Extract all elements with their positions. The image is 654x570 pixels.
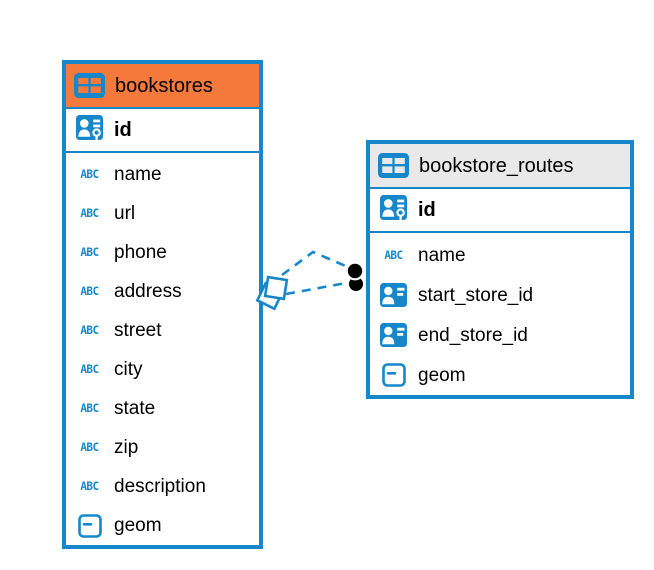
geometry-type-icon: [378, 363, 409, 387]
column-row[interactable]: ABC city: [66, 350, 259, 389]
column-row[interactable]: end_store_id: [370, 315, 630, 355]
foreign-key-icon: [378, 323, 409, 347]
text-type-icon: ABC: [80, 479, 99, 494]
text-type-icon: ABC: [80, 440, 99, 455]
primary-key-icon: [378, 194, 409, 226]
table-header-bookstores[interactable]: bookstores: [66, 64, 259, 109]
primary-key-label: id: [114, 119, 132, 141]
entity-table-bookstores[interactable]: bookstores id ABC name: [62, 60, 263, 549]
text-type-icon: ABC: [80, 245, 99, 260]
text-type-icon: ABC: [80, 284, 99, 299]
table-title: bookstore_routes: [419, 154, 574, 177]
column-label: geom: [418, 364, 466, 386]
primary-key-icon: [74, 114, 105, 146]
column-row[interactable]: ABC zip: [66, 428, 259, 467]
column-label: url: [114, 203, 136, 224]
text-type-icon: ABC: [80, 362, 99, 377]
column-list: ABC name start_store_id: [370, 233, 630, 395]
column-label: description: [114, 476, 206, 497]
column-label: name: [418, 244, 466, 266]
entity-table-bookstore-routes[interactable]: bookstore_routes id ABC name: [366, 140, 634, 399]
table-header-bookstore-routes[interactable]: bookstore_routes: [370, 144, 630, 189]
column-row[interactable]: geom: [66, 506, 259, 545]
column-row-pk[interactable]: id: [66, 109, 259, 153]
column-label: phone: [114, 242, 167, 263]
column-row[interactable]: ABC description: [66, 467, 259, 506]
column-row[interactable]: geom: [370, 355, 630, 395]
column-label: start_store_id: [418, 284, 534, 306]
text-type-icon: ABC: [384, 248, 403, 262]
column-label: name: [114, 164, 162, 185]
table-icon: [74, 73, 105, 98]
column-label: city: [114, 359, 143, 380]
relationship-line-upper[interactable]: [281, 250, 349, 277]
column-label: state: [114, 398, 156, 419]
column-row[interactable]: ABC address: [66, 272, 259, 311]
column-label: end_store_id: [418, 324, 528, 346]
column-row-pk[interactable]: id: [370, 189, 630, 233]
relationship-line-lower[interactable]: [285, 281, 347, 296]
column-row[interactable]: ABC name: [370, 235, 630, 275]
column-row[interactable]: ABC street: [66, 311, 259, 350]
column-label: zip: [114, 437, 139, 458]
column-row[interactable]: ABC name: [66, 155, 259, 194]
column-label: address: [114, 281, 182, 302]
primary-key-label: id: [418, 199, 436, 221]
column-label: street: [114, 320, 162, 341]
column-row[interactable]: ABC phone: [66, 233, 259, 272]
column-row[interactable]: ABC url: [66, 194, 259, 233]
table-title: bookstores: [115, 74, 213, 97]
geometry-type-icon: [74, 513, 105, 538]
foreign-key-icon: [378, 283, 409, 307]
text-type-icon: ABC: [80, 401, 99, 416]
column-list: ABC name ABC url ABC phone ABC address A…: [66, 153, 259, 545]
text-type-icon: ABC: [80, 323, 99, 338]
text-type-icon: ABC: [80, 167, 99, 182]
dot-end-icon[interactable]: [345, 261, 365, 293]
column-row[interactable]: ABC state: [66, 389, 259, 428]
column-label: geom: [114, 515, 162, 536]
table-icon: [378, 153, 409, 178]
column-row[interactable]: start_store_id: [370, 275, 630, 315]
text-type-icon: ABC: [80, 206, 99, 221]
